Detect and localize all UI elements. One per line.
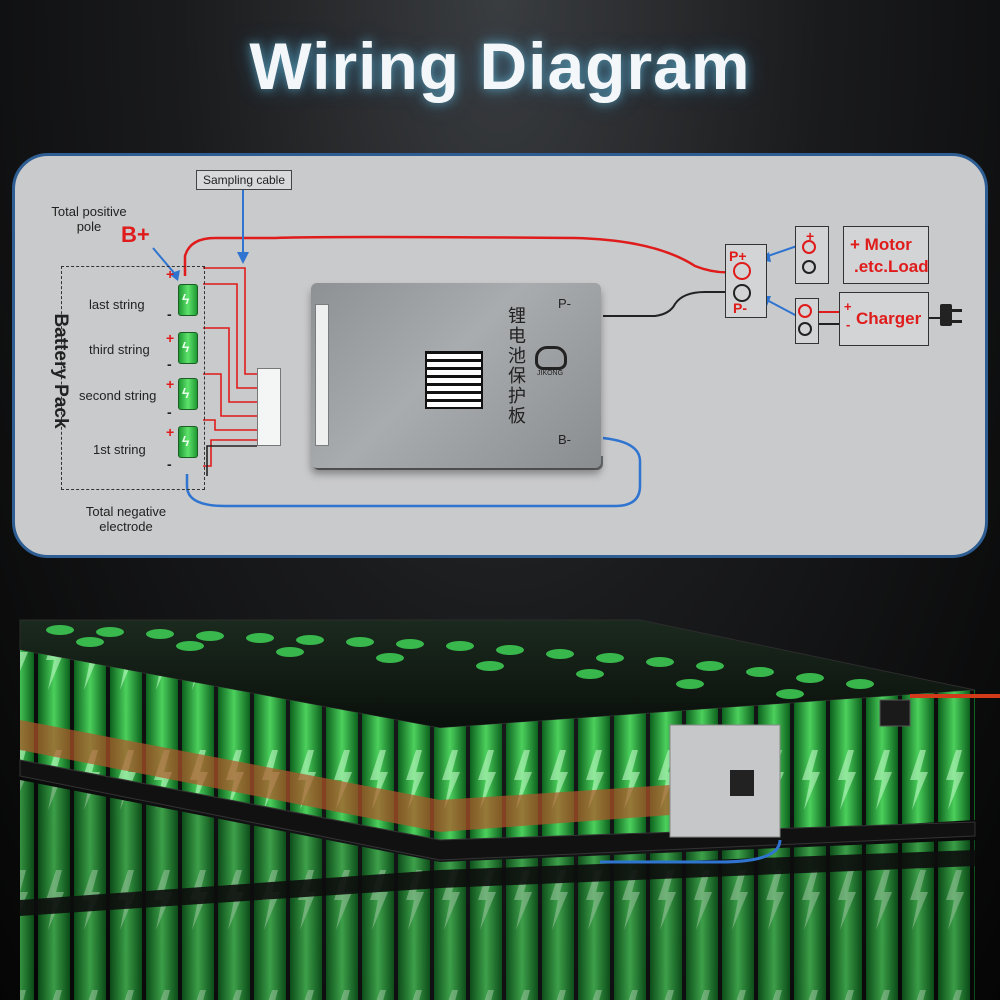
plug-icon — [940, 304, 952, 326]
board-chinese-label: 锂电池保护板 — [506, 306, 526, 426]
p-minus-ring — [733, 284, 751, 302]
cell-1-minus: - — [167, 456, 172, 472]
sampling-connector — [257, 368, 281, 446]
motor-label: Motor — [864, 235, 912, 254]
charger-box: + Charger - — [839, 292, 929, 346]
cell-2-minus: - — [167, 404, 172, 420]
charger-minus: - — [846, 317, 851, 332]
battery-pack-label: Battery Pack — [50, 313, 71, 429]
cell-4-minus: - — [167, 306, 172, 322]
load-arrow-line — [764, 245, 798, 258]
pminus-wire — [603, 291, 733, 317]
brand-name: JIKONG — [537, 370, 564, 377]
sample-wire-1 — [203, 267, 257, 375]
string-label-third: third string — [89, 342, 150, 357]
charger-arrow-line — [764, 298, 798, 317]
brand-logo-icon — [535, 346, 567, 370]
charger-plus: + — [844, 299, 852, 314]
wiring-diagram-panel: Sampling cable Total positive pole B+ Ba… — [12, 153, 988, 558]
bms-board-connector — [315, 304, 329, 446]
sampling-arrowhead — [237, 252, 249, 264]
cell-3-minus: - — [167, 356, 172, 372]
load-plus-ring — [802, 240, 816, 254]
pack-bms-qr — [730, 770, 754, 796]
battery-pack-render — [19, 619, 1000, 1000]
bplus-pointer — [152, 247, 176, 275]
cell-2-plus: + — [166, 376, 175, 392]
cell-4-plus: + — [166, 266, 175, 282]
battery-cell-third: ϟ — [178, 332, 198, 364]
p-plus-port-label: P+ — [729, 248, 747, 264]
load-minus-ring — [802, 260, 816, 274]
p-minus-port-label: P- — [733, 300, 747, 316]
motor-load-box: + Motor .etc.Load — [843, 226, 929, 284]
charger-label: Charger — [856, 309, 922, 328]
motor-plus: + — [850, 235, 860, 254]
pack-blue-wire — [600, 839, 782, 864]
pack-switch — [879, 699, 911, 727]
board-p-minus: P- — [558, 296, 571, 311]
pack-bms-board — [669, 724, 781, 838]
board-b-minus: B- — [558, 432, 571, 447]
p-plus-ring — [733, 262, 751, 280]
total-negative-electrode-label: Total negative electrode — [85, 504, 167, 534]
sample-wire-5 — [203, 419, 257, 431]
pack-reflection — [20, 780, 975, 1000]
sample-wire-4 — [203, 373, 257, 417]
sample-wire-3 — [203, 327, 257, 403]
copper-ribbon — [20, 720, 670, 832]
battery-cell-second: ϟ — [178, 378, 198, 410]
sample-wire-2 — [203, 283, 257, 389]
page-title: Wiring Diagram — [249, 29, 751, 103]
charger-minus-ring — [798, 322, 812, 336]
positive-main-wire — [183, 235, 736, 276]
b-plus-label: B+ — [121, 222, 150, 247]
wires — [152, 188, 940, 508]
sampling-cable-label: Sampling cable — [196, 170, 292, 190]
reflection-plate — [20, 850, 975, 916]
sample-wire-7 — [206, 445, 257, 476]
qr-code-icon — [425, 351, 483, 409]
output-terminal-block — [725, 244, 767, 318]
plug-prong-top — [952, 309, 962, 312]
sample-wire-6 — [203, 439, 257, 467]
cell-3-plus: + — [166, 330, 175, 346]
string-label-first: 1st string — [93, 442, 146, 457]
charger-plus-ring — [798, 304, 812, 318]
load-terminal — [795, 226, 829, 284]
string-label-second: second string — [79, 388, 157, 403]
negative-main-wire — [185, 436, 642, 508]
cell-tops — [46, 625, 874, 699]
battery-pack-box — [61, 266, 205, 490]
bplus-arrowhead — [169, 270, 180, 281]
load-plus-sign: + — [806, 228, 815, 244]
battery-cell-last: ϟ — [178, 284, 198, 316]
plug-prong-bottom — [952, 320, 962, 323]
total-positive-pole-label: Total positive pole — [51, 204, 127, 234]
cell-1-plus: + — [166, 424, 175, 440]
load-label: .etc.Load — [854, 257, 929, 276]
string-label-last: last string — [89, 297, 145, 312]
battery-cell-first: ϟ — [178, 426, 198, 458]
